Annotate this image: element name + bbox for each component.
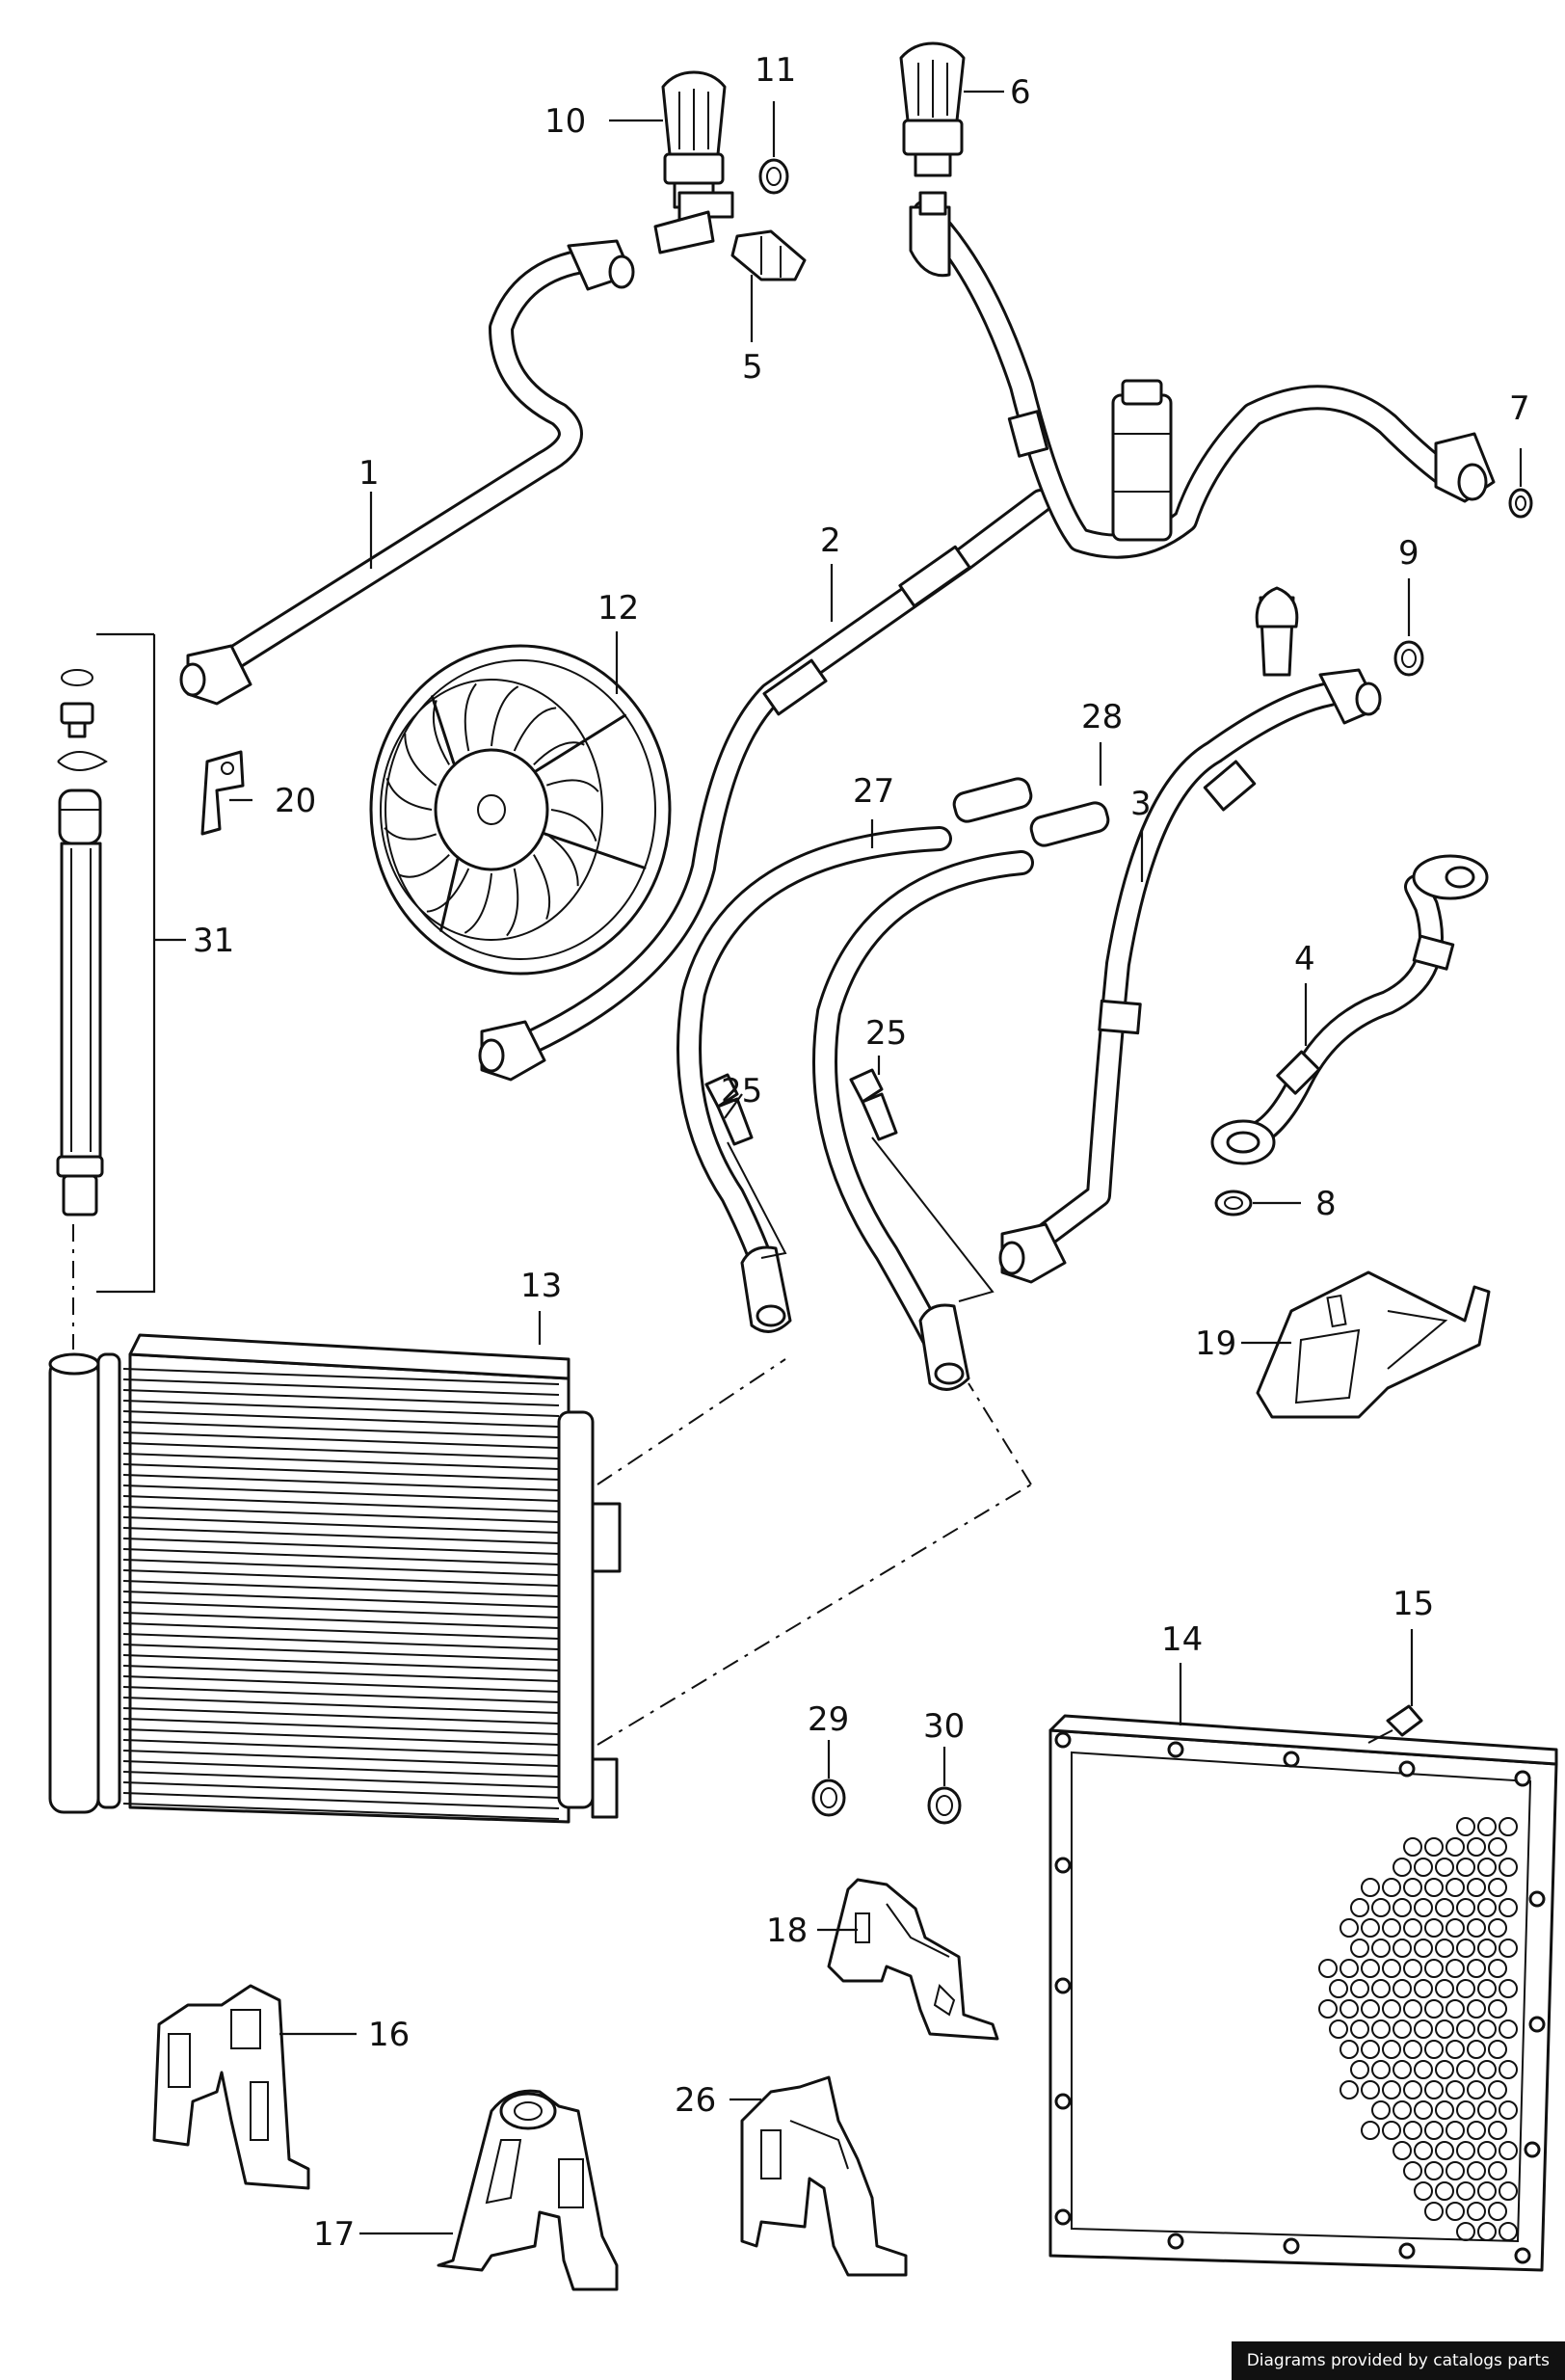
o-ring-7 bbox=[1508, 488, 1533, 519]
condenser-13 bbox=[48, 1333, 622, 1824]
callout-5: 5 bbox=[742, 348, 763, 387]
callout-9: 9 bbox=[1398, 534, 1419, 573]
callout-12: 12 bbox=[597, 589, 639, 628]
hose-sleeve-28 bbox=[1029, 801, 1110, 847]
o-ring-8 bbox=[1214, 1190, 1253, 1217]
o-ring-30 bbox=[927, 1786, 962, 1825]
bracket-18 bbox=[827, 1878, 999, 2041]
callout-17: 17 bbox=[313, 2215, 355, 2254]
bracket-19 bbox=[1256, 1270, 1491, 1419]
callout-19: 19 bbox=[1195, 1324, 1236, 1363]
pressure-switch-5 bbox=[730, 229, 807, 281]
callout-30: 30 bbox=[923, 1707, 965, 1746]
o-ring-9 bbox=[1393, 640, 1424, 677]
dryer-cartridge-31 bbox=[56, 632, 156, 1294]
clip-20 bbox=[200, 750, 245, 836]
callout-14: 14 bbox=[1161, 1620, 1203, 1659]
grille-panel-14 bbox=[1048, 1714, 1558, 2272]
reference-line bbox=[968, 1382, 1032, 1485]
hose-3 bbox=[998, 586, 1382, 1284]
callout-labels: 1 2 3 4 5 6 7 8 9 10 11 12 13 14 15 16 1… bbox=[193, 51, 1530, 2254]
hose-1 bbox=[179, 239, 635, 706]
callout-18: 18 bbox=[766, 1912, 808, 1950]
hose-27 bbox=[676, 826, 952, 1333]
bolt-25-right bbox=[849, 1068, 898, 1141]
callout-3: 3 bbox=[1130, 785, 1152, 823]
hose-sleeve-27 bbox=[952, 777, 1033, 823]
callout-25-left: 25 bbox=[721, 1072, 762, 1110]
callout-28: 28 bbox=[1081, 698, 1123, 736]
callout-2: 2 bbox=[820, 521, 841, 560]
hose-4 bbox=[1210, 854, 1489, 1165]
callout-8: 8 bbox=[1315, 1185, 1337, 1223]
callout-6: 6 bbox=[1010, 73, 1031, 112]
callout-13: 13 bbox=[520, 1267, 562, 1305]
service-valve-10 bbox=[653, 70, 734, 254]
callout-11: 11 bbox=[755, 51, 796, 90]
bracket-26 bbox=[740, 2075, 908, 2277]
callout-29: 29 bbox=[808, 1700, 849, 1739]
callout-31: 31 bbox=[193, 922, 234, 960]
callout-7: 7 bbox=[1509, 389, 1530, 428]
bolt-25-left bbox=[704, 1073, 754, 1146]
callout-25-right: 25 bbox=[865, 1014, 907, 1053]
o-ring-11 bbox=[758, 158, 789, 195]
callout-10: 10 bbox=[544, 102, 586, 141]
callout-16: 16 bbox=[368, 2016, 410, 2054]
callout-15: 15 bbox=[1393, 1585, 1434, 1623]
leader-bolt-left bbox=[727, 1141, 787, 1259]
diagram-credit: Diagrams provided by catalogs parts bbox=[1231, 2341, 1565, 2380]
callout-26: 26 bbox=[675, 2081, 716, 2120]
fan-12 bbox=[369, 644, 672, 976]
hose-2 bbox=[478, 489, 1053, 1082]
hose-28 bbox=[812, 850, 1034, 1391]
bracket-17 bbox=[437, 2089, 619, 2291]
o-ring-29 bbox=[811, 1778, 846, 1817]
leader-lines bbox=[154, 90, 1523, 2235]
clip-15 bbox=[1367, 1704, 1423, 1744]
hose-upper-right bbox=[909, 200, 1496, 559]
reference-line bbox=[597, 1358, 786, 1485]
bracket-16 bbox=[152, 1984, 310, 2190]
service-valve-6 bbox=[899, 41, 966, 216]
callout-20: 20 bbox=[275, 782, 316, 820]
callout-27: 27 bbox=[853, 772, 894, 811]
callout-1: 1 bbox=[358, 454, 380, 493]
leader-bolt-right bbox=[871, 1137, 995, 1302]
callout-4: 4 bbox=[1294, 940, 1315, 978]
reference-line bbox=[597, 1484, 1032, 1746]
